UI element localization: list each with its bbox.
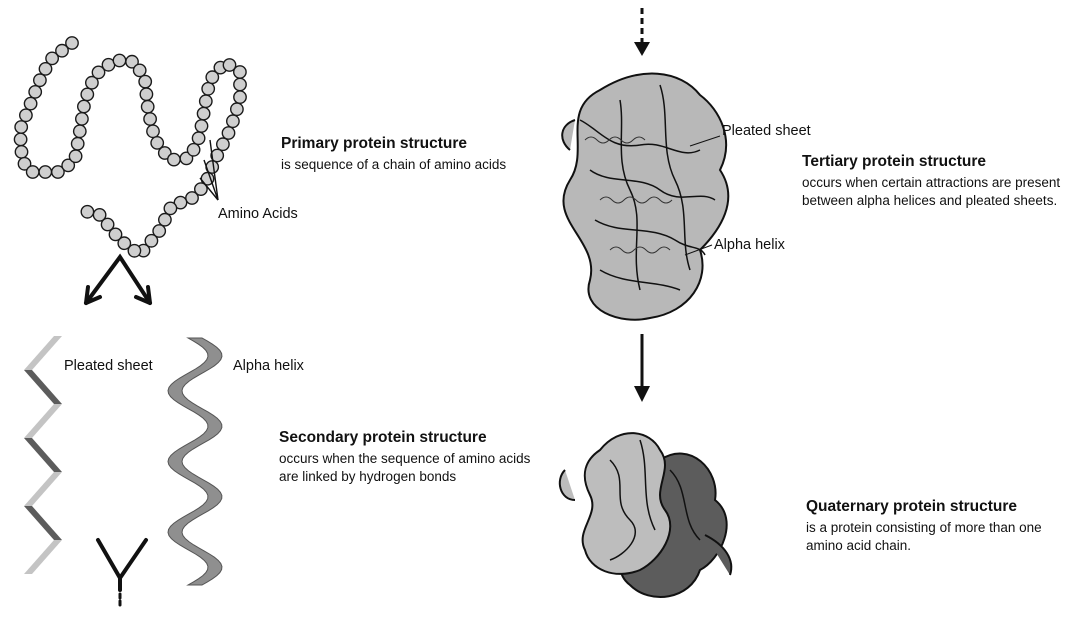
pleated-sheet-illustration: [24, 336, 62, 574]
primary-title: Primary protein structure: [281, 134, 467, 153]
amino-acid-bead: [24, 97, 36, 109]
amino-acid-bead: [192, 132, 204, 144]
amino-acid-bead: [202, 83, 214, 95]
amino-acid-bead: [15, 146, 27, 158]
alpha-helix-ribbon: [168, 338, 222, 585]
incoming-dashed-arrow: [634, 8, 650, 56]
amino-acid-bead: [140, 88, 152, 100]
tertiary-pleated-sheet-label: Pleated sheet: [722, 122, 811, 140]
amino-acid-bead: [81, 88, 93, 100]
pleated-sheet-segment: [24, 438, 62, 472]
amino-acid-bead: [34, 74, 46, 86]
amino-acid-bead: [139, 75, 151, 87]
secondary-title: Secondary protein structure: [279, 428, 487, 447]
amino-acid-bead: [39, 63, 51, 75]
merge-lines: [98, 540, 146, 608]
alpha-helix-illustration: [168, 338, 222, 585]
pleated-sheet-segment: [24, 336, 62, 370]
amino-acid-bead: [78, 100, 90, 112]
amino-acid-bead: [168, 153, 180, 165]
amino-acid-bead: [69, 150, 81, 162]
quaternary-description-line-1: is a protein consisting of more than one: [806, 520, 1042, 537]
amino-acid-bead: [76, 113, 88, 125]
amino-acid-bead: [15, 121, 27, 133]
amino-acid-bead: [72, 138, 84, 150]
primary-description: is sequence of a chain of amino acids: [281, 157, 506, 174]
amino-acid-bead: [200, 95, 212, 107]
amino-acid-bead: [142, 101, 154, 113]
amino-acid-bead: [195, 120, 207, 132]
tertiary-to-quaternary-arrow: [634, 334, 650, 402]
amino-acid-bead: [217, 138, 229, 150]
amino-acid-bead: [74, 125, 86, 137]
amino-acid-bead: [231, 103, 243, 115]
quaternary-title: Quaternary protein structure: [806, 497, 1017, 516]
secondary-alpha-helix-label: Alpha helix: [233, 357, 304, 375]
tertiary-description-line-1: occurs when certain attractions are pres…: [802, 175, 1060, 192]
amino-acid-bead: [186, 192, 198, 204]
amino-acid-bead: [113, 54, 125, 66]
pleated-sheet-segment: [24, 370, 62, 404]
amino-acid-bead: [234, 78, 246, 90]
pleated-sheet-segment: [24, 472, 62, 506]
secondary-description-line-1: occurs when the sequence of amino acids: [279, 451, 530, 468]
amino-acid-bead: [14, 133, 26, 145]
secondary-pleated-sheet-label: Pleated sheet: [64, 357, 153, 375]
amino-acid-bead: [222, 127, 234, 139]
amino-acid-bead: [234, 66, 246, 78]
pleated-sheet-segment: [24, 404, 62, 438]
amino-acid-bead: [29, 86, 41, 98]
secondary-description-line-2: are linked by hydrogen bonds: [279, 469, 456, 486]
amino-acid-bead: [234, 91, 246, 103]
tertiary-description-line-2: between alpha helices and pleated sheets…: [802, 193, 1057, 210]
amino-acid-bead: [134, 64, 146, 76]
amino-acid-bead: [39, 166, 51, 178]
amino-acid-bead: [159, 214, 171, 226]
amino-acids-label: Amino Acids: [218, 205, 298, 223]
tertiary-structure-illustration: [562, 74, 728, 320]
amino-acid-bead: [147, 125, 159, 137]
quaternary-structure-illustration: [560, 433, 731, 597]
amino-acid-bead: [81, 206, 93, 218]
tertiary-title: Tertiary protein structure: [802, 152, 986, 171]
amino-acid-bead: [197, 107, 209, 119]
quaternary-description-line-2: amino acid chain.: [806, 538, 911, 555]
tertiary-alpha-helix-label: Alpha helix: [714, 236, 785, 254]
pleated-sheet-segment: [24, 506, 62, 540]
amino-acid-bead: [187, 144, 199, 156]
amino-acid-bead: [164, 202, 176, 214]
branch-arrows: [86, 257, 150, 303]
pleated-sheet-segment: [24, 540, 62, 574]
amino-acid-bead: [20, 109, 32, 121]
amino-acid-bead: [144, 113, 156, 125]
amino-acid-bead: [93, 209, 105, 221]
amino-acid-bead: [27, 166, 39, 178]
amino-acid-bead: [227, 115, 239, 127]
